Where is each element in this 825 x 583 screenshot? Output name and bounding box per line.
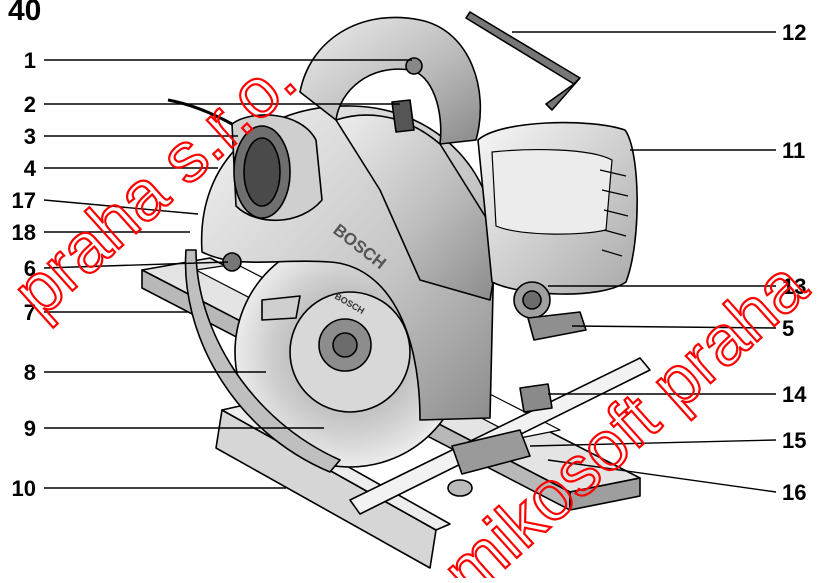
callout-label-1: 1 [24, 48, 36, 73]
callout-label-12: 12 [782, 20, 806, 45]
callout-label-7: 7 [24, 300, 36, 325]
on-off-switch [391, 99, 415, 133]
main-handle [299, 16, 482, 145]
leader-line-5 [571, 325, 777, 329]
callout-label-14: 14 [782, 382, 807, 407]
handle-screw [405, 57, 423, 75]
callout-label-10: 10 [12, 476, 36, 501]
callout-label-15: 15 [782, 428, 806, 453]
callout-label-16: 16 [782, 480, 806, 505]
callout-label-13: 13 [782, 274, 806, 299]
callout-label-5: 5 [782, 316, 794, 341]
callout-label-4: 4 [24, 156, 37, 181]
hex-wrench [465, 11, 581, 111]
callout-label-2: 2 [24, 92, 36, 117]
callout-label-8: 8 [24, 360, 36, 385]
clamp-lever [519, 383, 553, 413]
callout-label-17: 17 [12, 188, 36, 213]
callout-label-6: 6 [24, 256, 36, 281]
callout-label-9: 9 [24, 416, 36, 441]
saw-illustration [141, 11, 651, 569]
figure-number: 40 [8, 0, 41, 27]
callout-label-18: 18 [12, 220, 36, 245]
guide-clamp [451, 429, 531, 475]
callout-leaders [43, 31, 777, 493]
wing-bolt [527, 311, 587, 341]
leader-line-16 [547, 459, 777, 493]
leader-line-15 [529, 439, 777, 447]
power-cable [167, 98, 233, 126]
callout-label-11: 11 [782, 138, 805, 163]
leader-line-17 [43, 199, 199, 215]
leader-line-6 [43, 261, 229, 269]
callout-label-3: 3 [24, 124, 36, 149]
